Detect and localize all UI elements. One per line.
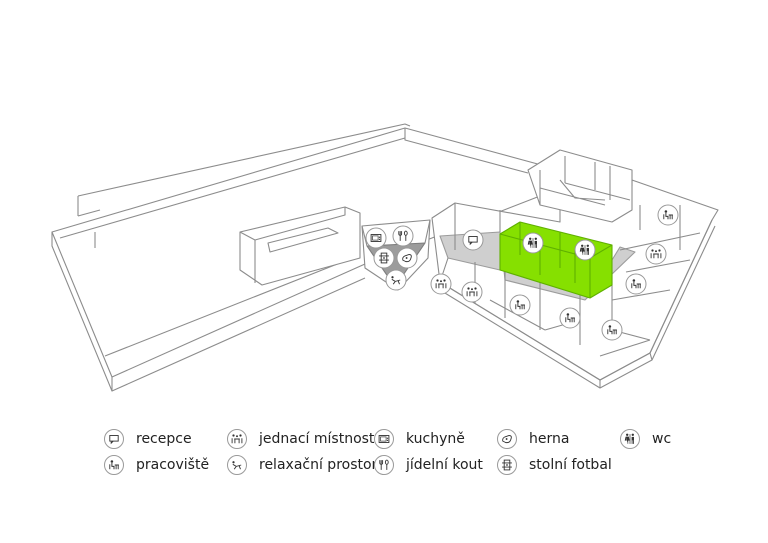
legend-item-jidelni: jídelní kout [374,455,483,475]
legend-item-relax: relaxační prostor [227,455,377,475]
legend-item-jednaci: jednací místnost [227,429,374,449]
legend-item-herna: herna [497,429,569,449]
legend-item-wc: wc [620,429,671,449]
legend-label: jídelní kout [406,457,483,473]
legend-label: pracoviště [136,457,210,473]
restroom-icon [620,429,640,449]
workstation-icon [104,455,124,475]
plan-icons [365,204,679,341]
legend-label: herna [529,431,570,447]
legend-item-fotbal: stolní fotbal [497,455,612,475]
legend-label: jednací místnost [259,431,375,447]
left-wing [51,123,546,392]
legend-label: kuchyně [406,431,465,447]
game-controller-icon [497,429,517,449]
legend-label: wc [652,431,672,447]
microwave-icon [374,429,394,449]
cutlery-icon [374,455,394,475]
legend-label: relaxační prostor [259,457,378,473]
lounge-chair-icon [227,455,247,475]
speech-bubble-icon [104,429,124,449]
legend-item-recepce: recepce [104,429,192,449]
meeting-room-icon [227,429,247,449]
legend-item-pracoviste: pracoviště [104,455,209,475]
legend-label: stolní fotbal [529,457,612,473]
table-football-icon [497,455,517,475]
legend-label: recepce [136,431,192,447]
legend-item-kuchyne: kuchyně [374,429,465,449]
